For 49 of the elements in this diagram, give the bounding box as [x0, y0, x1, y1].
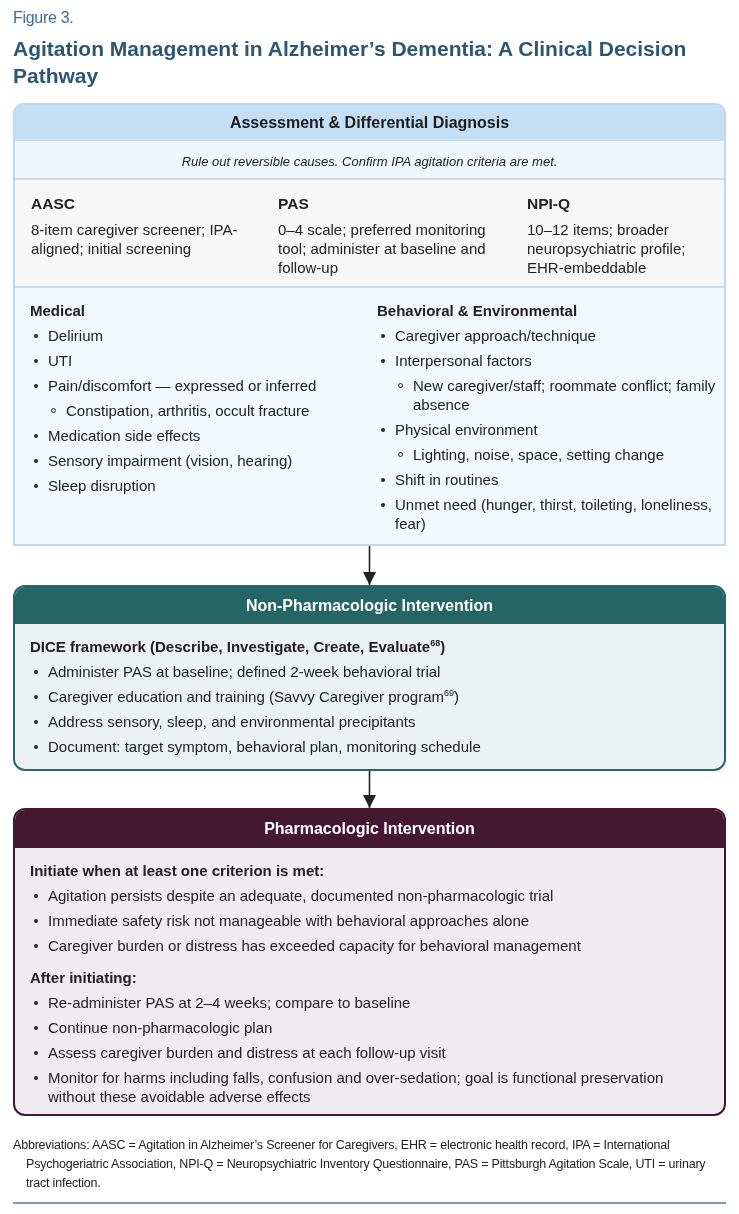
- bullet-item: Unmet need (hunger, thirst, toileting, loneliness, fear): [377, 495, 717, 533]
- list-heading: Initiate when at least one criterion is met:: [30, 861, 325, 880]
- bullet-item: Shift in routines: [377, 470, 499, 489]
- bullet-item: Interpersonal factors: [377, 351, 532, 370]
- figure-number: Figure 3.: [13, 9, 74, 27]
- column-heading: Behavioral & Environmental: [377, 301, 578, 320]
- section-panel: [13, 585, 726, 771]
- section-panel: [13, 103, 726, 546]
- bullet-item: Physical environment: [377, 420, 538, 439]
- instrument-description: 0–4 scale; preferred monitoring tool; administer at baseline and follow-up: [278, 220, 487, 277]
- instrument-name: PAS: [278, 194, 309, 213]
- bullet-item: Caregiver burden or distress has exceeded capacity for behavioral management: [30, 936, 581, 955]
- sub-bullet-item: New caregiver/staff; roommate conflict; family absence: [395, 376, 717, 414]
- bullet-item: Medication side effects: [30, 426, 201, 445]
- instrument-description: 8-item caregiver screener; IPA-aligned; initial screening: [31, 220, 239, 258]
- bullet-item: Immediate safety risk not manageable with behavioral approaches alone: [30, 911, 530, 930]
- sub-bullet-item: Lighting, noise, space, setting change: [395, 445, 664, 464]
- instrument-name: NPI-Q: [527, 194, 571, 213]
- bullet-item: Caregiver education and training (Savvy Caregiver program$^{69}$): [30, 687, 460, 706]
- footnote: Abbreviations: AASC = Agitation in Alzheimer’s Screener for Caregivers, EHR = electronic health record, IPA = International Psychogeriatric Association, NPI-Q = Neuropsychiatric Inventory Questionnaire, PAS = Pittsburgh Agitation Scale, UTI = urinary tract infection.: [13, 1137, 707, 1192]
- arrow: [363, 545, 376, 586]
- instrument-band: [15, 180, 724, 288]
- bullet-item: UTI: [30, 351, 73, 370]
- figure-title: Agitation Management in Alzheimer’s Dementia: A Clinical Decision Pathway: [13, 36, 688, 89]
- bullet-item: Address sensory, sleep, and environmental precipitants: [30, 712, 416, 731]
- arrow: [363, 770, 376, 809]
- panel-heading: Pharmacologic Intervention: [15, 810, 724, 848]
- column-heading: Medical: [30, 301, 86, 320]
- panel-heading: Non-Pharmacologic Intervention: [15, 587, 724, 624]
- note-text: Rule out reversible causes. Confirm IPA agitation criteria are met.: [181, 153, 558, 170]
- bullet-item: Re-administer PAS at 2–4 weeks; compare to baseline: [30, 993, 411, 1012]
- bullet-item: Assess caregiver burden and distress at each follow-up visit: [30, 1043, 446, 1062]
- bullet-item: Sensory impairment (vision, hearing): [30, 451, 293, 470]
- bullet-item: Continue non-pharmacologic plan: [30, 1018, 273, 1037]
- bullet-item: Administer PAS at baseline; defined 2-week behavioral trial: [30, 662, 441, 681]
- bullet-item: Sleep disruption: [30, 476, 156, 495]
- panel-heading: Assessment & Differential Diagnosis: [15, 105, 724, 141]
- bullet-item: Document: target symptom, behavioral plan, monitoring schedule: [30, 737, 481, 756]
- bullet-item: Agitation persists despite an adequate, documented non-pharmacologic trial: [30, 886, 554, 905]
- bullet-item: Delirium: [30, 326, 103, 345]
- instrument-description: 10–12 items; broader neuropsychiatric profile; EHR-embeddable: [527, 220, 687, 277]
- bullet-item: Monitor for harms including falls, confusion and over-sedation; goal is functional preservation without these avoidable adverse effects: [30, 1068, 709, 1106]
- list-heading: DICE framework (Describe, Investigate, Create, Evaluate$^{68}$): [30, 637, 446, 656]
- bullet-item: Pain/discomfort — expressed or inferred: [30, 376, 317, 395]
- list-heading: After initiating:: [30, 968, 137, 987]
- sub-bullet-item: Constipation, arthritis, occult fracture: [48, 401, 310, 420]
- instrument-name: AASC: [31, 194, 75, 213]
- bullet-item: Caregiver approach/technique: [377, 326, 596, 345]
- section-panel: [13, 808, 726, 1116]
